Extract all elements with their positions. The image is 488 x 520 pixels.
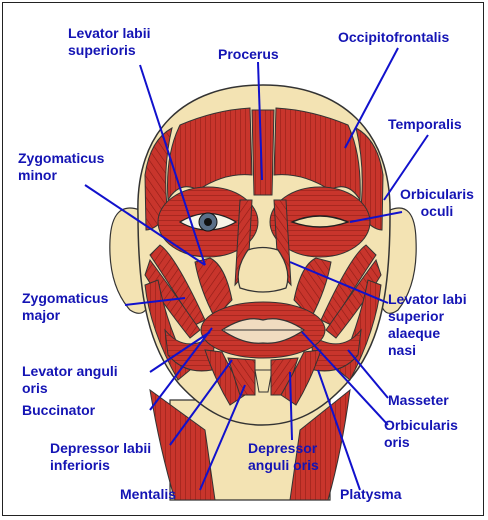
label-masseter: Masseter (388, 392, 449, 409)
label-depressor-anguli-oris: Depressor anguli oris (248, 440, 319, 474)
nose (238, 248, 288, 293)
leader-occipitofrontalis (345, 48, 398, 148)
label-mentalis: Mentalis (120, 486, 176, 503)
label-procerus: Procerus (218, 46, 279, 63)
label-levator-labii-superioris: Levator labii superioris (68, 25, 150, 59)
label-buccinator: Buccinator (22, 402, 95, 419)
label-temporalis: Temporalis (388, 116, 462, 133)
label-levator-anguli-oris: Levator anguli oris (22, 363, 118, 397)
label-zygomaticus-major: Zygomaticus major (22, 290, 108, 324)
procerus-muscle (252, 110, 274, 195)
label-orbicularis-oculi: Orbicularis oculi (400, 186, 474, 220)
label-zygomaticus-minor: Zygomaticus minor (18, 150, 104, 184)
label-depressor-labii-inferioris: Depressor labii inferioris (50, 440, 151, 474)
left-pupil (204, 218, 212, 226)
label-levator-labi-superior-alaeque-nasi: Levator labi superior alaeque nasi (388, 291, 467, 359)
label-occipitofrontalis: Occipitofrontalis (338, 29, 449, 46)
label-orbicularis-oris: Orbicularis oris (384, 417, 458, 451)
label-platysma: Platysma (340, 486, 401, 503)
